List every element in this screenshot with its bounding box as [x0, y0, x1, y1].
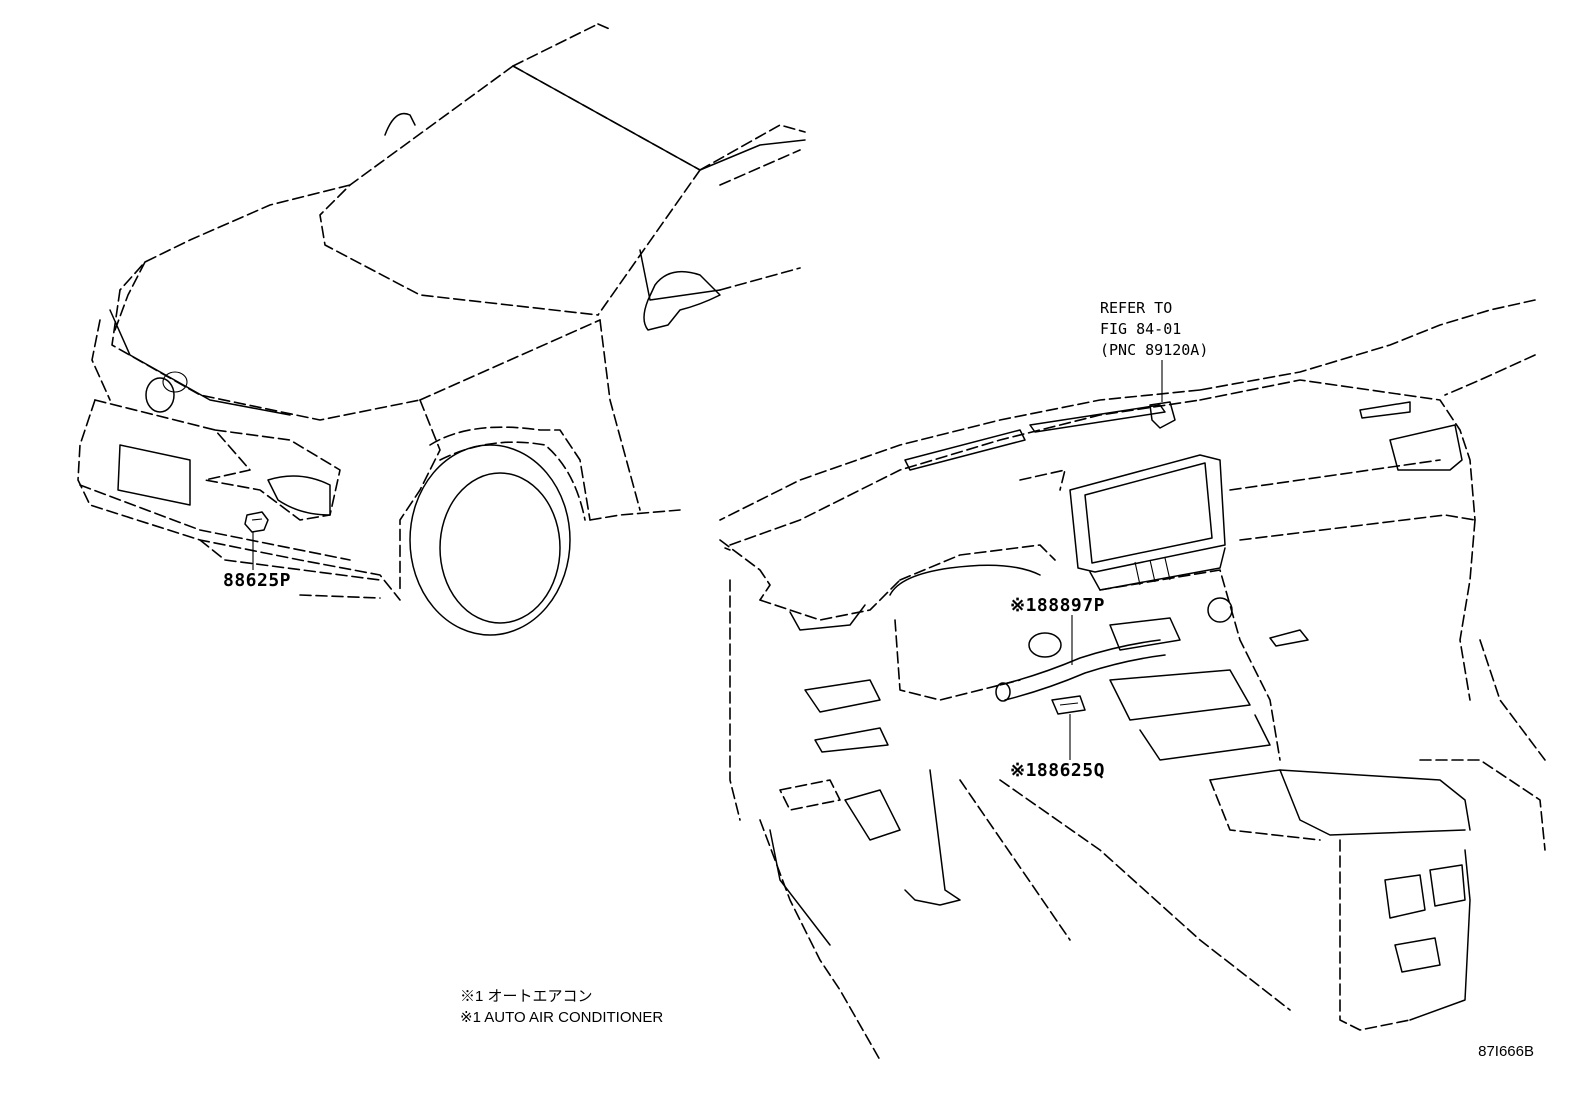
reference-note: REFER TO FIG 84-01 (PNC 89120A)	[1100, 298, 1208, 361]
footnote-japanese: ※1 オートエアコン	[460, 988, 593, 1005]
instrument-panel-illustration	[719, 299, 1546, 1061]
part-label-cabin-sensor[interactable]: ※188625Q	[1010, 760, 1105, 781]
footnotes: ※1 オートエアコン ※1 AUTO AIR CONDITIONER	[460, 986, 663, 1028]
part-label-aspirator-hose[interactable]: ※188897P	[1010, 595, 1105, 616]
reference-line-3[interactable]: (PNC 89120A)	[1100, 341, 1209, 359]
reference-line-2[interactable]: FIG 84-01	[1100, 320, 1182, 338]
part-label-front-sensor[interactable]: 88625P	[223, 570, 292, 591]
vehicle-front-illustration	[77, 23, 806, 636]
figure-id: 87I666B	[1478, 1043, 1534, 1060]
reference-line-1: REFER TO	[1100, 299, 1173, 317]
footnote-english: ※1 AUTO AIR CONDITIONER	[460, 1009, 664, 1026]
